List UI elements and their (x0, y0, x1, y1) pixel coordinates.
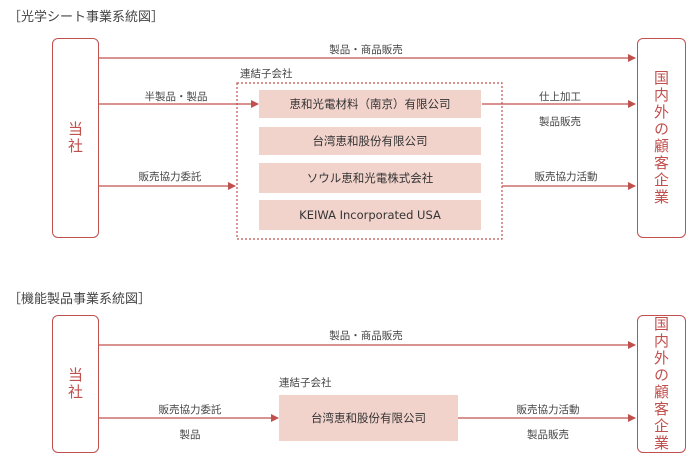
group-label-2: 連結子会社 (279, 377, 332, 389)
flow-label-out-2: 販売協力活動 (534, 171, 598, 183)
flow-label-to-sub-a: 販売協力委託 (158, 404, 222, 416)
customers-label: 国内外の顧客企業 (652, 316, 670, 452)
group-label-1: 連結子会社 (240, 68, 293, 80)
subsidiary-box: 台湾恵和股份有限公司 (259, 127, 481, 155)
flow-label-top-2: 製品・商品販売 (329, 330, 403, 342)
company-label: 当社 (66, 367, 84, 401)
flow-label-to-sub-b: 製品 (179, 429, 201, 441)
company-label: 当社 (66, 121, 84, 155)
subsidiary-box: KEIWA Incorporated USA (259, 200, 481, 230)
subsidiary-box: 恵和光電材料（南京）有限公司 (259, 90, 481, 118)
flow-label-out-b: 製品販売 (527, 429, 569, 441)
subsidiary-box: ソウル恵和光電株式会社 (259, 163, 481, 193)
flow-label-top-1: 製品・商品販売 (329, 44, 403, 56)
customers-box-2: 国内外の顧客企業 (637, 315, 686, 453)
section1-heading: ［光学シート事業系統図］ (8, 10, 165, 25)
flow-label-to-group-2: 販売協力委託 (138, 171, 202, 183)
subsidiary-box: 台湾恵和股份有限公司 (279, 395, 458, 441)
flow-label-to-group-1: 半製品・製品 (144, 91, 208, 103)
company-box-2: 当社 (52, 315, 99, 453)
customers-label: 国内外の顧客企業 (652, 70, 670, 206)
flow-label-out-1b: 製品販売 (539, 116, 581, 128)
company-box-1: 当社 (52, 38, 99, 238)
group-dashed-border (236, 82, 503, 240)
section2-heading: ［機能製品事業系統図］ (8, 292, 152, 307)
flow-label-out-a: 販売協力活動 (516, 404, 580, 416)
flow-label-out-1a: 仕上加工 (539, 91, 581, 103)
customers-box-1: 国内外の顧客企業 (637, 38, 686, 238)
